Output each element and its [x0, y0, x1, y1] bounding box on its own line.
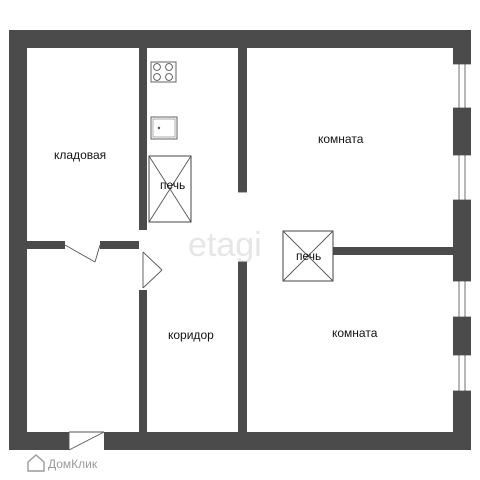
wall-rooms-divider — [333, 247, 453, 255]
wall-storage-right — [139, 48, 147, 230]
windows — [453, 63, 471, 392]
stove-kitchen-label: печь — [160, 178, 185, 192]
wall-right — [453, 30, 471, 450]
window-4 — [453, 354, 471, 392]
door-storage — [64, 244, 101, 263]
stove-kitchen-icon — [148, 155, 192, 223]
outer-walls — [9, 30, 471, 450]
cooktop-icon — [150, 61, 177, 83]
wall-storage-bottom-a — [27, 241, 65, 249]
room-top-label: комната — [318, 132, 364, 146]
door-opening-kitchen — [238, 191, 247, 263]
wall-corridor-left — [139, 290, 147, 432]
stove-center-label: печь — [296, 249, 321, 263]
window-1 — [453, 63, 471, 109]
wall-bottom-right — [104, 432, 471, 450]
room-bottom-label: комната — [332, 326, 378, 340]
stove-center-icon — [282, 230, 334, 282]
window-2 — [453, 154, 471, 201]
wall-left — [9, 30, 27, 450]
door-corridor — [142, 251, 163, 289]
wall-kitchen-right-bottom — [238, 262, 247, 432]
wall-kitchen-right-top — [238, 48, 247, 192]
corridor-label: коридор — [168, 328, 214, 342]
door-entrance — [68, 431, 105, 451]
corner-logo: ДомКлик — [27, 454, 98, 472]
window-3 — [453, 280, 471, 318]
interior-walls — [27, 48, 453, 432]
corner-logo-text: ДомКлик — [48, 457, 98, 471]
sink-icon — [150, 116, 178, 140]
house-logo-icon — [27, 454, 45, 472]
wall-top — [9, 30, 471, 48]
wall-bottom-left — [9, 432, 69, 450]
storage-label: кладовая — [54, 148, 106, 162]
watermark-text: etagi — [188, 226, 262, 264]
wall-storage-bottom-b — [100, 241, 139, 249]
